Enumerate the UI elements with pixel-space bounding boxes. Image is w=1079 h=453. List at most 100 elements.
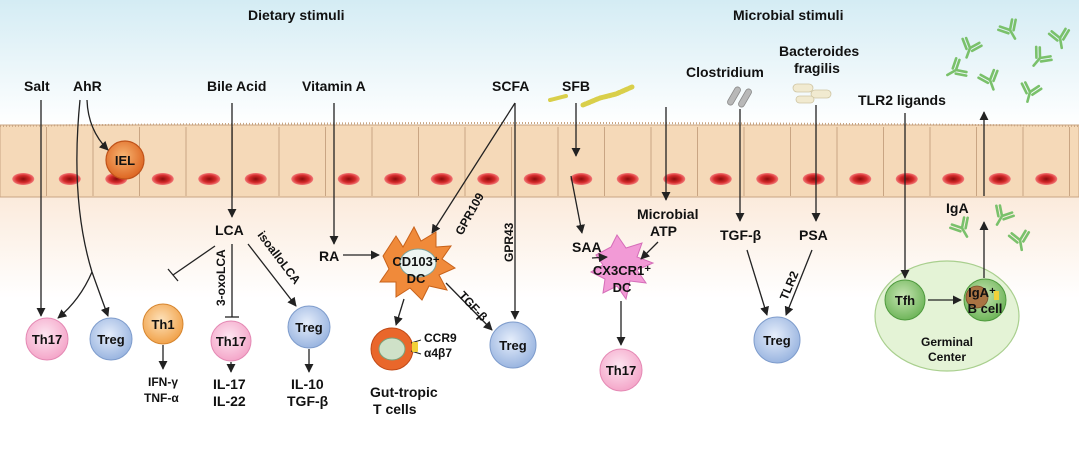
iga-antibody-icon [1020,81,1043,103]
iga-antibody-icon [1047,27,1071,50]
cx3cr1-dc-cell: CX3CR1⁺ DC [589,234,655,301]
epithelial-nucleus [849,173,872,185]
iga-b-cell: IgA⁺ B cell [963,278,1007,322]
iga-antibody-icon [997,18,1017,40]
th17-salt-label: Th17 [32,332,62,347]
arrow-dc-guttropic [394,298,405,326]
th17-sfb-label: Th17 [606,363,636,378]
treg-psa-label: Treg [763,333,791,348]
epithelial-nucleus [1035,173,1058,185]
epithelial-nucleus [523,173,546,185]
treg-ahr-label: Treg [97,332,125,347]
epithelial-nucleus [988,173,1011,185]
intermediate-microbial-atp-line1: Microbial [637,206,698,222]
gut-tropic-t-cell [370,327,422,371]
gut-tropic-label-line2: T cells [373,401,417,417]
treg-scfa-label: Treg [499,338,527,353]
intermediate-microbial-atp-line2: ATP [650,223,677,239]
arrow-saa-dc [591,253,608,263]
iga-antibody-icon [977,68,999,91]
treg-cell-lca: Treg [287,305,331,349]
epithelial-cell-borders [46,127,1070,196]
epithelial-nucleus [244,173,267,185]
epithelial-nucleus [477,173,500,185]
ccr9-label: CCR9 [424,331,457,345]
arrow-tgfb-treg [746,249,769,316]
stimulus-bile-acid: Bile Acid [207,78,266,94]
iga-antibody-icon [961,36,983,59]
clostridium-bacteria-icon [727,86,752,108]
th1-label: Th1 [151,317,174,332]
intermediate-lca: LCA [215,222,244,238]
germinal-center-label-line1: Germinal [921,335,973,349]
a4b7-label: α4β7 [424,346,452,360]
gut-tropic-label-line1: Gut-tropic [370,384,438,400]
cd103-dc-cell: CD103⁺ DC [379,225,457,301]
edge-label-gpr43: GPR43 [502,222,516,262]
tfh-label: Tfh [895,293,915,308]
intermediate-ra: RA [319,248,339,264]
stimulus-scfa: SCFA [492,78,529,94]
germinal-center-label-line2: Center [928,350,966,364]
epithelial-nucleus [384,173,407,185]
arrow-epithelium-saa [570,175,585,234]
epithelial-nucleus [570,173,593,185]
cytokine-tgfb: TGF-β [287,393,329,409]
cytokine-il10: IL-10 [291,376,324,392]
arrow-psa-treg [784,249,813,316]
bacteroides-fragilis-bacteria-icon [792,83,832,104]
epithelial-nucleus [709,173,732,185]
epithelial-nucleus [802,173,825,185]
iga-b-cell-label-line2: B cell [968,301,1003,316]
treg-cell-psa: Treg [753,316,801,364]
epithelial-nucleus [616,173,639,185]
th17-lca-label: Th17 [216,334,246,349]
cd103-dc-label-line1: CD103⁺ [392,254,439,269]
arrow-ahr-trunk [76,99,93,273]
iga-antibody-icons-lamina [949,204,1031,252]
th17-cell-sfb: Th17 [599,348,643,392]
arrow-dc-treg [445,282,493,331]
th17-cell-lca: Th17 [210,320,252,362]
iga-antibody-icon [946,57,968,77]
stimulus-bacteroides-line1: Bacteroides [779,43,859,59]
epithelial-nucleus [291,173,314,185]
th17-cell-salt: Th17 [25,317,69,361]
arrow-ahr-treg [91,271,110,317]
epithelial-nucleus [12,173,35,185]
cx3cr1-dc-label-line2: DC [613,280,632,295]
inhibit-bar-th1 [167,268,179,282]
cytokine-il17: IL-17 [213,376,246,392]
stimulus-sfb: SFB [562,78,590,94]
iel-cell: IEL [105,140,145,180]
sfb-filament-icon [548,84,635,108]
stimulus-bacteroides-line2: fragilis [794,60,840,76]
epithelial-layer [0,122,1079,198]
stimulus-clostridium: Clostridium [686,64,764,80]
iga-antibody-icon [995,204,1015,226]
cytokine-ifng: IFN-γ [148,375,178,389]
header-dietary-stimuli: Dietary stimuli [248,7,344,23]
stimulus-tlr2-ligands: TLR2 ligands [858,92,946,108]
arrow-ahr-iel [86,99,109,151]
cx3cr1-dc-label-line1: CX3CR1⁺ [593,263,651,278]
treg-lca-label: Treg [295,320,323,335]
epithelial-nucleus [430,173,453,185]
epithelial-nucleus [895,173,918,185]
arrow-scfa-dc [431,102,516,234]
epithelial-nucleus [58,173,81,185]
epithelial-nucleus [151,173,174,185]
iga-b-cell-label-line1: IgA⁺ [968,285,996,300]
intermediate-iga: IgA [946,200,969,216]
treg-cell-ahr: Treg [89,317,133,361]
stimulus-salt: Salt [24,78,50,94]
lumen-region [0,0,1079,125]
iga-antibody-icon [1032,45,1053,67]
stimulus-ahr: AhR [73,78,102,94]
inhibit-lca-th1 [172,245,216,276]
epithelial-nucleus [198,173,221,185]
stimulus-vitamin-a: Vitamin A [302,78,366,94]
intermediate-tgfb-clostridium: TGF-β [720,227,762,243]
